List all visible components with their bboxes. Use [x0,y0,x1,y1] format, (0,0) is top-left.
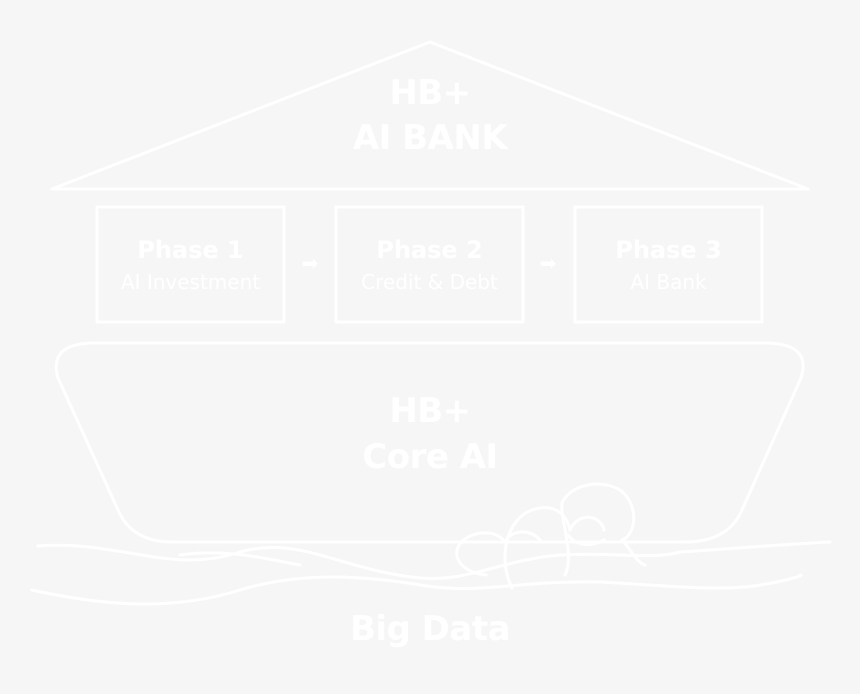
wave-upper [38,542,830,578]
base-label: Big Data [0,606,860,652]
ship-title-line1: HB+ [0,388,860,434]
roof-title-line1: HB+ [0,70,860,116]
phase-3: Phase 3 AI Bank [575,207,762,322]
phase-2-subtitle: Credit & Debt [336,269,523,295]
phase-1-subtitle: AI Investment [97,269,284,295]
phase-2-title: Phase 2 [336,235,523,265]
roof-title-line2: AI BANK [0,115,860,161]
foam-cloud-2 [505,508,604,588]
wave-lower [32,575,801,604]
arrow-right-icon: ➡ [537,252,559,274]
phase-3-title: Phase 3 [575,235,762,265]
arrow-right-icon: ➡ [299,252,321,274]
phase-3-subtitle: AI Bank [575,269,762,295]
phase-1: Phase 1 AI Investment [97,207,284,322]
ship-title-line2: Core AI [0,434,860,480]
phase-2: Phase 2 Credit & Debt [336,207,523,322]
phase-1-title: Phase 1 [97,235,284,265]
foam-cloud-1 [457,532,540,575]
